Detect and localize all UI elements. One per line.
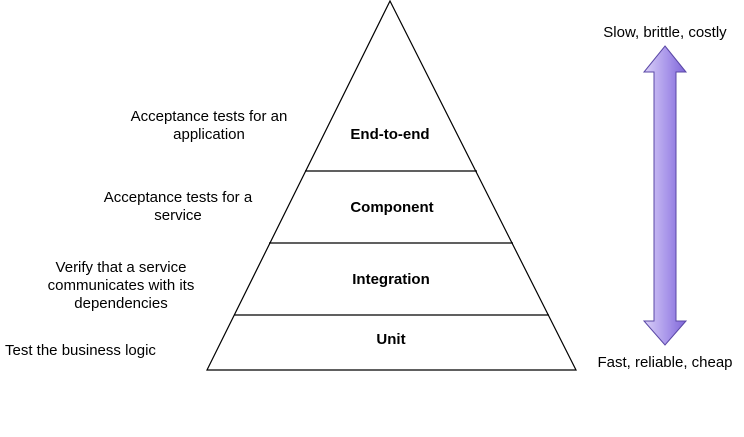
pyramid-outline (206, 0, 577, 371)
description-line: communicates with its (48, 277, 195, 294)
layer-label-end-to-end: End-to-end (350, 126, 429, 143)
layer-label-integration: Integration (352, 271, 430, 288)
scale-bottom-label: Fast, reliable, cheap (597, 354, 732, 371)
description-end-to-end: Acceptance tests for an application (131, 108, 288, 143)
scale-top-label: Slow, brittle, costly (603, 24, 727, 41)
description-line: Verify that a service (56, 259, 187, 276)
description-line: dependencies (74, 295, 167, 312)
layer-label-component: Component (350, 199, 433, 216)
description-line: application (173, 126, 245, 143)
description-integration: Verify that a service communicates with … (48, 259, 195, 312)
description-line: Test the business logic (5, 342, 156, 359)
description-unit: Test the business logic (5, 342, 156, 359)
description-line: Acceptance tests for a (104, 189, 253, 206)
description-component: Acceptance tests for a service (104, 189, 253, 224)
description-line: service (154, 207, 202, 224)
description-line: Acceptance tests for an (131, 108, 288, 125)
layer-label-unit: Unit (376, 331, 405, 348)
double-arrow-icon (642, 45, 688, 346)
